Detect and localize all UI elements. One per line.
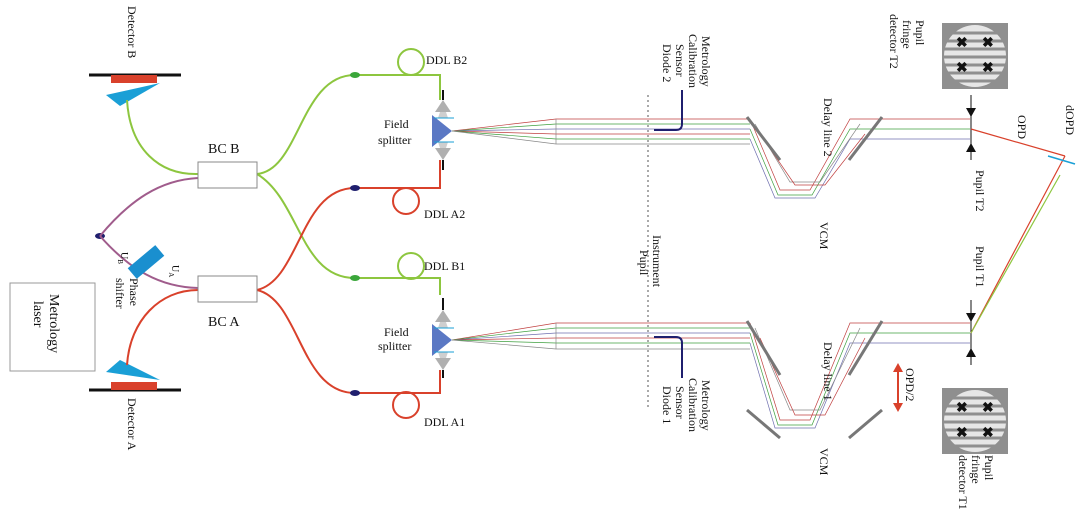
sensor-diode-1: Metrology Calibration Sensor Diode 1 [654,336,713,432]
pupil-det-t2-label-2: fringe [900,20,914,49]
field-splitter-bottom: Field splitter [378,298,454,378]
sensor-diode-2-label-3: Sensor [673,44,687,77]
pupil-det-t2-label-3: detector T2 [887,14,901,69]
ddl-a1-label: DDL A1 [424,415,465,429]
delay-line-1-label: Delay line 1 [821,342,835,401]
svg-text:✖: ✖ [956,401,968,416]
svg-text:✖: ✖ [982,61,994,76]
svg-text:✖: ✖ [956,61,968,76]
svg-text:✖: ✖ [956,426,968,441]
sensor-diode-1-label-4: Diode 1 [660,386,674,424]
delay-line-2-label: Delay line 2 [821,98,835,157]
sensor-diode-1-label-2: Calibration [686,378,700,432]
pupil-fringe-detector-t1: ✖ ✖ ✖ ✖ Pupil fringe detector T1 [942,388,1008,510]
sensor-diode-2-label-4: Diode 2 [660,44,674,82]
svg-text:✖: ✖ [982,401,994,416]
field-splitter-bottom-label-1: Field [384,325,409,339]
metrology-laser: Metrology laser [9,233,105,372]
svg-text:✖: ✖ [956,36,968,51]
beam-combiner-a: BC A [197,275,258,330]
pupil-det-t1-label-1: Pupil [982,455,996,481]
detector-b: Detector B [89,6,181,106]
pupil-t2-marker: Pupil T2 [966,95,987,211]
sensor-diode-1-label-1: Metrology [699,380,713,431]
beam-bundle-top [451,116,970,199]
pupil-t1-label: Pupil T1 [973,246,987,287]
fiber-connectors [350,72,360,396]
detector-b-label: Detector B [125,6,139,58]
field-splitter-top-label-2: splitter [378,133,411,147]
svg-text:✖: ✖ [982,426,994,441]
field-splitter-bottom-label-2: splitter [378,339,411,353]
pupil-t1-marker: Pupil T1 [966,246,987,365]
instrument-pupil: Instrument Pupil [637,95,664,410]
ddl-a2-label: DDL A2 [424,207,465,221]
beam-bundle-bottom [451,320,970,440]
dopd-label: dOPD [1063,105,1077,135]
sensor-diode-2-label-1: Metrology [699,36,713,87]
green-fibers [126,48,441,295]
instrument-pupil-label-1: Instrument [650,235,664,288]
u-b-label: UB [116,252,129,264]
pupil-det-t1-label-2: fringe [969,455,983,484]
bc-b-label: BC B [208,142,240,157]
sensor-diode-2: Metrology Calibration Sensor Diode 2 [654,34,713,131]
field-splitter-top-label-1: Field [384,117,409,131]
instrument-pupil-label-2: Pupil [637,250,651,276]
ddl-b2-label: DDL B2 [426,53,467,67]
bc-a-label: BC A [208,315,240,330]
beam-combiner-b: BC B [197,142,258,189]
phase-shifter-label-2: shifter [113,278,127,309]
opd-half-arrow: OPD/2 [893,363,917,412]
svg-text:✖: ✖ [982,36,994,51]
ddl-b1-label: DDL B1 [424,259,465,273]
pupil-det-t2-label-1: Pupil [913,20,927,46]
detector-a-label: Detector A [125,398,139,451]
fringe-markers-t2: ✖ ✖ ✖ ✖ [956,36,994,76]
pupil-det-t1-label-3: detector T1 [956,455,970,510]
opd-label: OPD [1015,115,1029,139]
red-fibers [126,160,441,419]
fringe-markers-t1: ✖ ✖ ✖ ✖ [956,401,994,441]
pupil-fringe-detector-t2: ✖ ✖ ✖ ✖ Pupil fringe detector T2 [887,14,1008,89]
purple-fibers [99,177,199,289]
opd-half-label: OPD/2 [903,368,917,401]
pupil-t2-label: Pupil T2 [973,170,987,211]
sensor-diode-2-label-2: Calibration [686,34,700,88]
metrology-laser-label-2: laser [30,301,45,328]
u-a-label: UA [167,265,180,277]
vcm-top-label: VCM [817,222,831,250]
phase-shifter: Phase shifter [113,245,165,309]
detector-a: Detector A [89,360,181,451]
metrology-laser-label-1: Metrology [46,294,61,353]
vcm-bottom-label: VCM [817,448,831,476]
opd-geometry: OPD dOPD [970,105,1077,334]
sensor-diode-1-label-3: Sensor [673,386,687,419]
phase-shifter-label-1: Phase [127,278,141,306]
field-splitter-top: Field splitter [378,90,454,170]
